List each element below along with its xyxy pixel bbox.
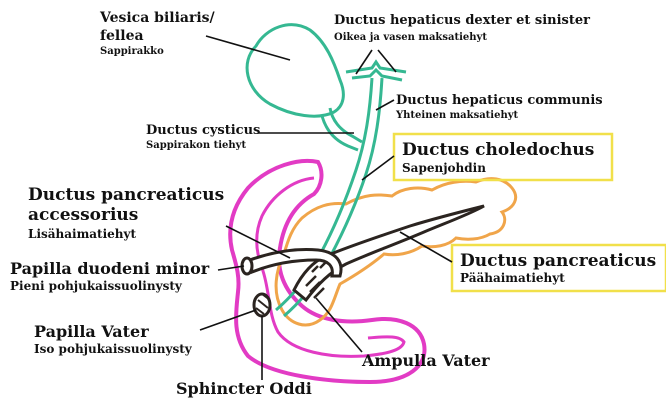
major-papilla-label-fi: Iso pohjukaissuolinysty (34, 342, 193, 356)
gallbladder-label-line1: Vesica biliaris/ (99, 10, 216, 26)
hepatic-ducts (346, 62, 406, 80)
cystic-duct-label-fi: Sappirakon tiehyt (146, 140, 246, 151)
minor-papilla-label: Papilla duodeni minor (10, 259, 210, 278)
common-hepatic-label: Ductus hepaticus communis (396, 93, 603, 108)
sphincter-label: Sphincter Oddi (176, 379, 312, 398)
ampulla-label: Ampulla Vater (361, 351, 490, 370)
pancreatic-duct-label: Ductus pancreaticus (460, 251, 656, 271)
gallbladder-label-line2: fellea (100, 28, 144, 44)
accessory-duct-label-line1: Ductus pancreaticus (28, 185, 224, 205)
common-hepatic-label-fi: Yhteinen maksatiehyt (395, 110, 519, 121)
pancreatic-duct-label-fi: Päähaimatiehyt (460, 271, 565, 285)
hepatic-ducts-label-fi: Oikea ja vasen maksatiehyt (334, 32, 487, 43)
gallbladder (247, 25, 343, 116)
bile-duct-label: Ductus choledochus (402, 140, 594, 160)
major-papilla-label: Papilla Vater (34, 322, 149, 341)
minor-papilla-label-fi: Pieni pohjukaissuolinysty (10, 279, 183, 293)
cystic-duct-label: Ductus cysticus (146, 123, 260, 138)
bile-duct-label-fi: Sapenjohdin (402, 161, 486, 175)
hepatic-ducts-label: Ductus hepaticus dexter et sinister (334, 13, 590, 28)
gallbladder-label-fi: Sappirakko (100, 46, 164, 57)
accessory-duct-label-line2: accessorius (28, 205, 138, 225)
accessory-duct-label-fi: Lisähaimatiehyt (28, 227, 136, 241)
